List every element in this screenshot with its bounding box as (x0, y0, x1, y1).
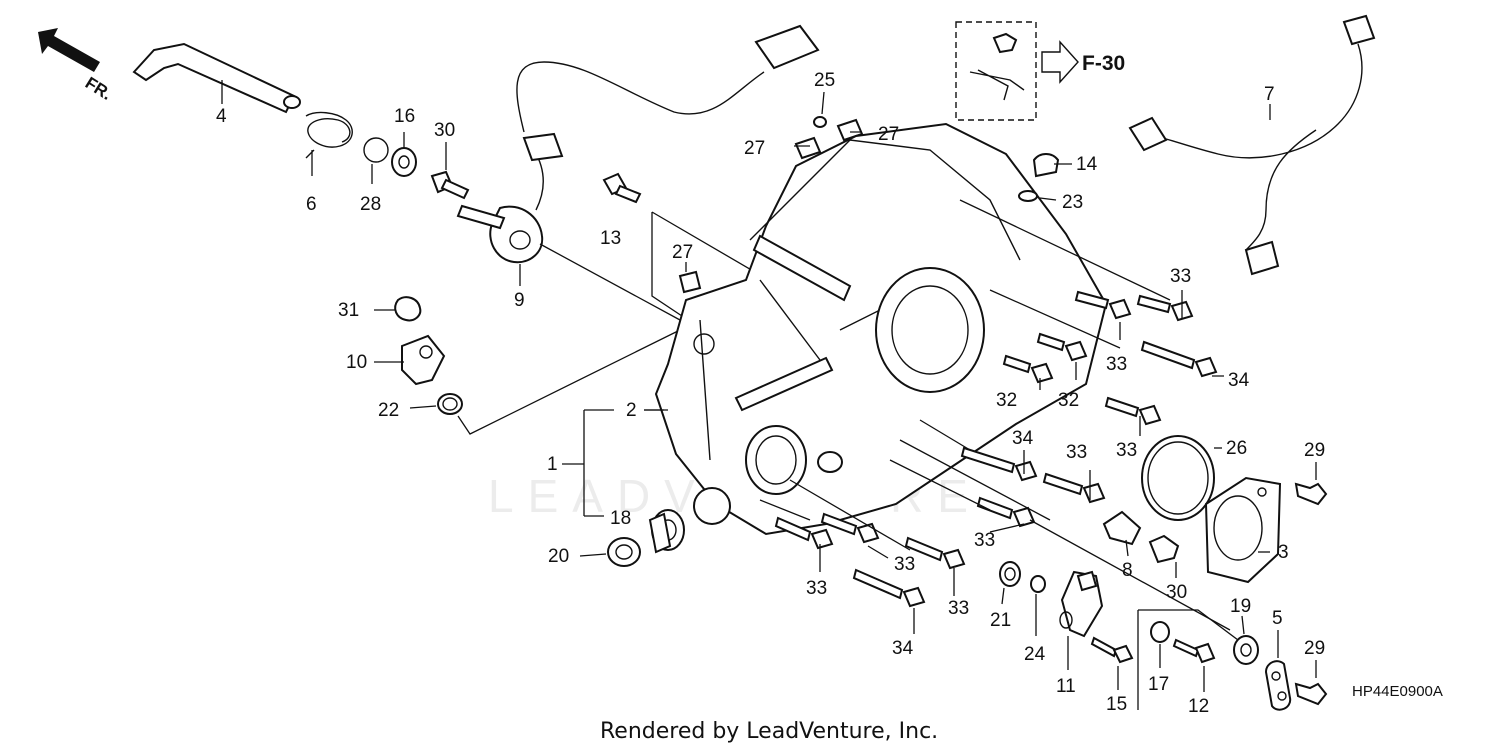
reference-box: F-30 (955, 21, 1125, 121)
callout-33f: 33 (806, 578, 827, 599)
speed-sensor (401, 334, 446, 386)
bolt-29a (1294, 482, 1328, 506)
callout-32b: 32 (1058, 390, 1079, 411)
callout-33h: 33 (948, 598, 969, 619)
o-ring-26 (1141, 435, 1215, 521)
collar-21 (999, 561, 1021, 587)
callout-17: 17 (1148, 674, 1169, 695)
callout-33e: 33 (974, 530, 995, 551)
callout-33a: 33 (1170, 266, 1191, 287)
callout-21: 21 (990, 610, 1011, 631)
reference-label: F-30 (1082, 52, 1125, 75)
callout-24: 24 (1024, 644, 1046, 665)
callout-11: 11 (1056, 676, 1076, 697)
callout-30b: 30 (1166, 582, 1187, 603)
bearing-18 (648, 509, 685, 554)
callout-32a: 32 (996, 390, 1017, 411)
washer-23 (1018, 190, 1038, 202)
callout-16: 16 (394, 106, 415, 127)
bolt-29b (1294, 682, 1328, 706)
bolt-30b (1148, 534, 1180, 564)
collar-19 (1233, 635, 1259, 665)
credit-line: Rendered by LeadVenture, Inc. (600, 719, 938, 744)
dowel-pin-27a (794, 136, 822, 160)
return-spring (305, 111, 353, 176)
bolt-30a (430, 170, 470, 200)
bolt-group-right (960, 290, 1218, 528)
washer-24 (1030, 575, 1046, 593)
callout-12: 12 (1188, 696, 1209, 717)
bolt-31 (394, 296, 422, 322)
callout-9: 9 (514, 290, 525, 311)
callout-28: 28 (360, 194, 381, 215)
callout-27a: 27 (744, 138, 765, 159)
callout-29b: 29 (1304, 638, 1325, 659)
callout-33c: 33 (1116, 440, 1137, 461)
callout-6: 6 (306, 194, 317, 215)
circlip-28 (363, 137, 389, 163)
plug-14 (1032, 153, 1060, 178)
bolt-12 (1172, 638, 1216, 664)
oil-seal-20 (607, 537, 641, 567)
callout-1: 1 (547, 454, 558, 475)
washer-16 (391, 147, 417, 177)
gasket-3 (1204, 476, 1282, 584)
callout-18: 18 (610, 508, 631, 529)
dowel-pin-27c (678, 270, 702, 294)
callout-25: 25 (814, 70, 835, 91)
front-direction-label: FR. (82, 73, 115, 104)
callout-2: 2 (626, 400, 637, 421)
callout-23: 23 (1062, 192, 1083, 213)
o-ring-22 (437, 393, 463, 415)
callout-30a: 30 (434, 120, 455, 141)
bolt-15 (1090, 636, 1118, 658)
front-direction-arrow-icon: FR. (38, 28, 115, 104)
diagram-code: HP44E0900A (1352, 683, 1443, 700)
callout-8: 8 (1122, 560, 1133, 581)
washer-17 (1150, 621, 1170, 643)
callout-34a: 34 (1228, 370, 1250, 391)
callout-29a: 29 (1304, 440, 1325, 461)
callout-14: 14 (1076, 154, 1098, 175)
washer-25 (813, 116, 827, 128)
callout-4: 4 (216, 106, 227, 127)
callout-3: 3 (1278, 542, 1289, 563)
callout-33d: 33 (1066, 442, 1087, 463)
clip-8 (1102, 510, 1142, 546)
callout-27c: 27 (672, 242, 693, 263)
plate-5 (1264, 660, 1292, 711)
callout-33b: 33 (1106, 354, 1127, 375)
bolt-group-lower (774, 512, 966, 608)
callout-13: 13 (600, 228, 621, 249)
wire-harness-7 (1128, 14, 1376, 276)
vehicle-speed-sensor (1059, 570, 1104, 638)
callout-34c: 34 (892, 638, 914, 659)
callout-34b: 34 (1012, 428, 1034, 449)
callout-22: 22 (378, 400, 399, 421)
bolt-13 (602, 172, 642, 204)
crankcase-cover (654, 122, 1108, 536)
callout-19: 19 (1230, 596, 1251, 617)
callout-5: 5 (1272, 608, 1283, 629)
gear-position-switch (456, 24, 820, 321)
callout-27b: 27 (878, 124, 899, 145)
callout-7: 7 (1264, 84, 1275, 105)
shift-shaft (132, 42, 301, 114)
callout-26: 26 (1226, 438, 1247, 459)
callout-10: 10 (346, 352, 367, 373)
callout-33g: 33 (894, 554, 915, 575)
reference-arrow-icon (1041, 40, 1079, 84)
callout-31: 31 (338, 300, 359, 321)
callout-20: 20 (548, 546, 569, 567)
callout-15: 15 (1106, 694, 1127, 715)
